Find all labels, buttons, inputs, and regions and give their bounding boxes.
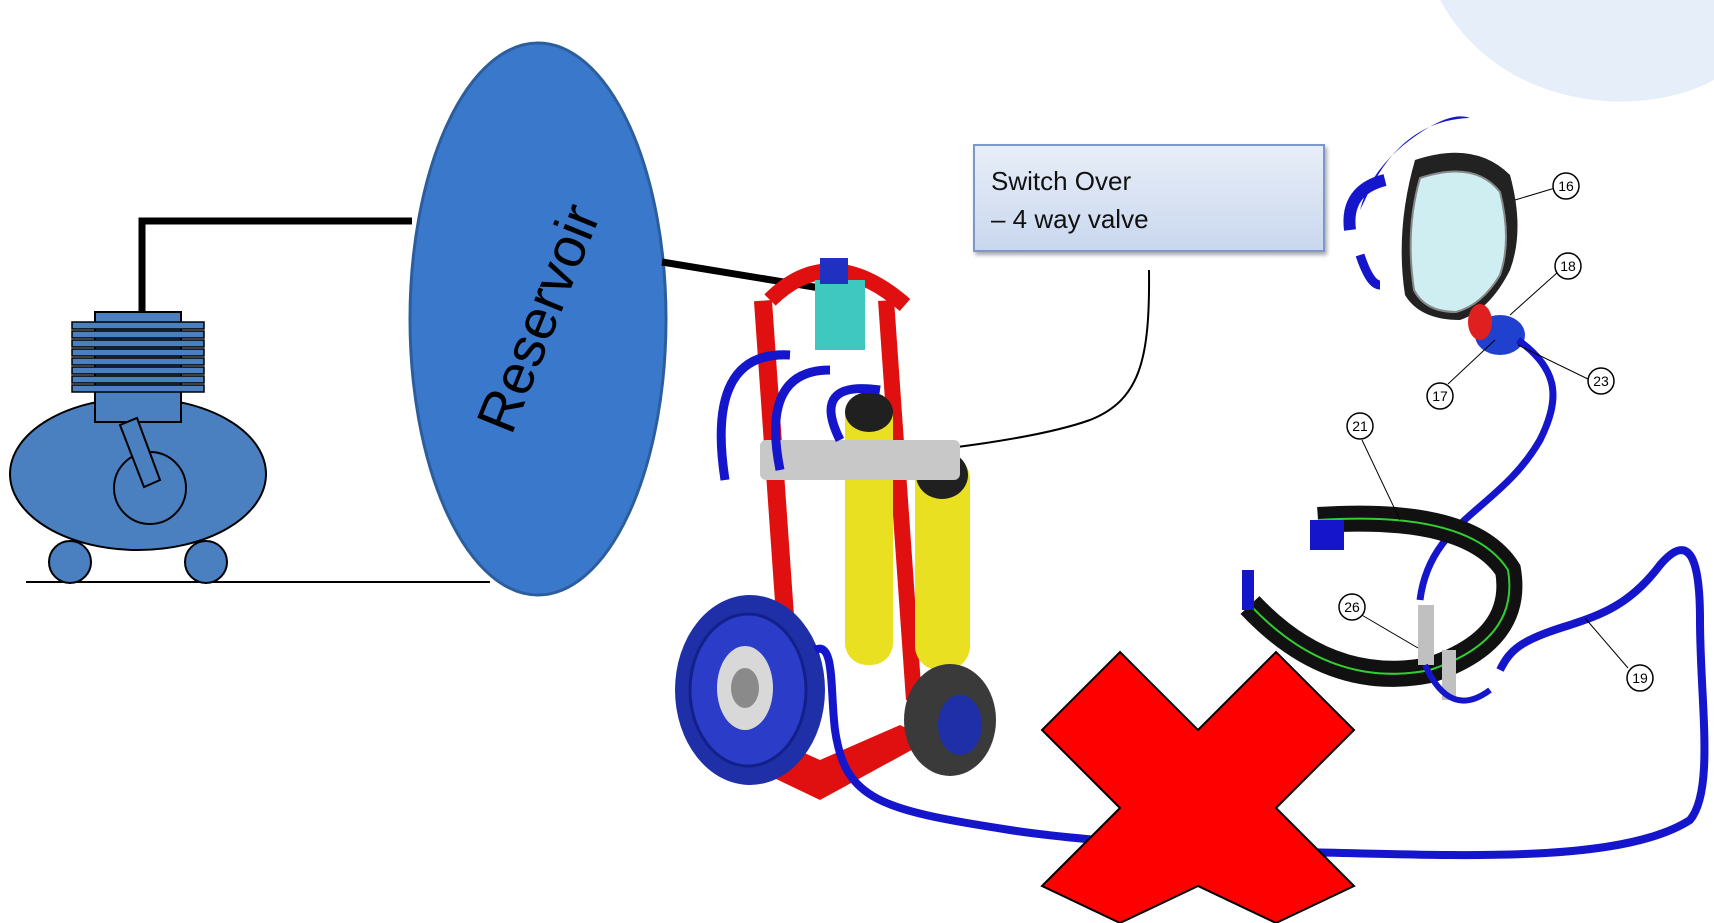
svg-text:26: 26	[1344, 599, 1360, 615]
belt-icon	[1240, 505, 1523, 704]
part-18-label: 18	[1509, 252, 1582, 316]
part-21-label: 21	[1346, 412, 1401, 521]
trolley-cart-icon	[675, 258, 996, 800]
svg-text:16: 16	[1558, 178, 1574, 194]
svg-text:17: 17	[1432, 388, 1448, 404]
svg-text:23: 23	[1593, 373, 1609, 389]
compressor-icon	[9, 311, 267, 584]
air-supply-hose	[813, 546, 1709, 860]
reservoir-tank	[408, 41, 668, 597]
callout-line-1: Switch Over	[991, 166, 1132, 196]
switch-over-callout: Switch Over – 4 way valve	[973, 144, 1325, 252]
part-23-label: 23	[1517, 344, 1615, 395]
callout-line-2: – 4 way valve	[991, 204, 1149, 234]
face-mask-icon	[1343, 116, 1557, 601]
part-17-label: 17	[1426, 339, 1496, 410]
watermark-shape	[1440, 0, 1714, 102]
part-26-label: 26	[1338, 593, 1419, 649]
svg-text:18: 18	[1560, 258, 1576, 274]
air-pipe-compressor	[138, 217, 412, 312]
svg-text:21: 21	[1352, 418, 1368, 434]
part-16-label: 16	[1514, 172, 1580, 201]
part-19-label: 19	[1584, 617, 1654, 692]
red-cross-icon	[1040, 650, 1356, 923]
svg-text:19: 19	[1632, 670, 1648, 686]
